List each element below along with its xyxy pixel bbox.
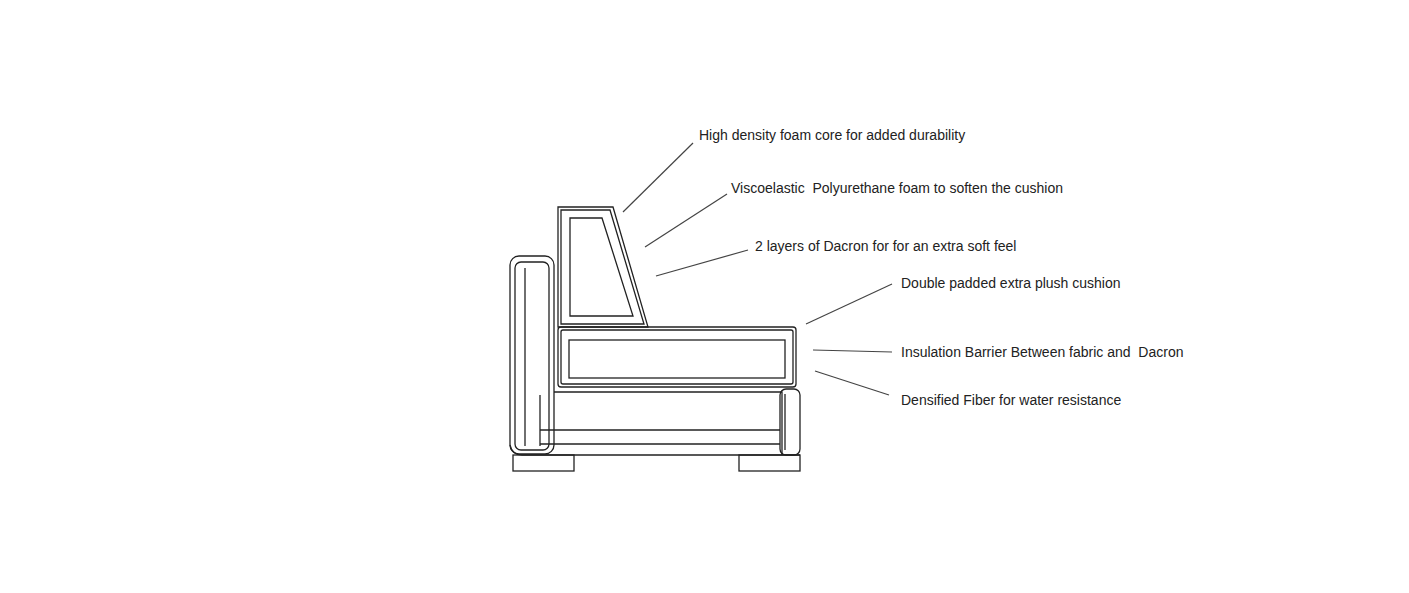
base-end xyxy=(780,389,800,455)
leader-line xyxy=(806,284,892,324)
leader-line xyxy=(645,194,727,247)
back-cushion-edge xyxy=(561,210,644,324)
back-cushion xyxy=(558,207,648,327)
callout-label: Double padded extra plush cushion xyxy=(901,275,1121,291)
base-top xyxy=(554,392,782,455)
foot xyxy=(513,455,574,471)
leader-line xyxy=(623,143,693,212)
base-seam xyxy=(540,443,780,444)
seat-cushion-core xyxy=(569,340,785,378)
leader-line xyxy=(815,371,889,395)
foot xyxy=(739,455,800,471)
base-bottom xyxy=(510,445,800,455)
callout-label: High density foam core for added durabil… xyxy=(699,127,965,143)
armrest-seam xyxy=(524,268,525,446)
seat-cushion-edge xyxy=(561,330,793,384)
leader-line xyxy=(656,250,748,276)
back-cushion-core xyxy=(570,218,633,316)
callout-label: 2 layers of Dacron for for an extra soft… xyxy=(755,238,1016,254)
seat-cushion xyxy=(558,327,796,387)
armrest xyxy=(510,256,554,454)
callout-label: Viscoelastic Polyurethane foam to soften… xyxy=(731,180,1063,196)
base-seam xyxy=(540,429,780,430)
leader-line xyxy=(813,350,892,352)
callout-label: Insulation Barrier Between fabric and Da… xyxy=(901,344,1183,360)
callout-label: Densified Fiber for water resistance xyxy=(901,392,1121,408)
base-end-seam xyxy=(784,394,785,450)
base-side xyxy=(539,395,540,446)
armrest-inner xyxy=(515,262,549,450)
